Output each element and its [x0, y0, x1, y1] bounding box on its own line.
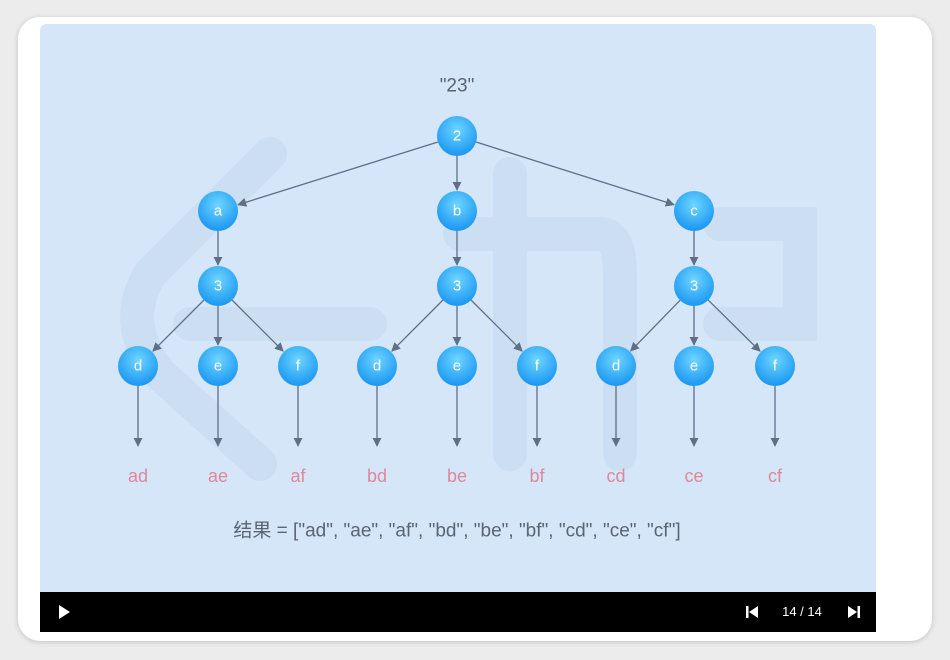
result-label-ae: ae [208, 466, 228, 486]
edge-b-digit-to-d [391, 299, 444, 352]
leaf-node-ad: d [118, 346, 158, 386]
leaf-node-ce-label: e [690, 358, 698, 375]
leaf-node-cd-circle [596, 346, 636, 386]
digit-node-under-c-circle [674, 266, 714, 306]
digit-node-under-b-circle [437, 266, 477, 306]
root-node-digit-circle [437, 116, 477, 156]
digit-node-under-b-label: 3 [453, 278, 461, 295]
result-list-text: 结果 = ["ad", "ae", "af", "bd", "be", "bf"… [233, 520, 680, 542]
leaf-node-ce-circle [674, 346, 714, 386]
letter-node-b-label: b [453, 203, 461, 220]
play-icon [59, 605, 70, 619]
digit-node-under-a: 3 [198, 266, 238, 306]
leaf-node-cd: d [596, 346, 636, 386]
leaf-node-af-label: f [296, 358, 301, 375]
leaf-node-be-circle [437, 346, 477, 386]
letter-node-b: b [437, 191, 477, 231]
digit-node-under-a-circle [198, 266, 238, 306]
letter-node-b-circle [437, 191, 477, 231]
leaf-node-bf: f [517, 346, 557, 386]
leaf-node-bf-label: f [535, 358, 540, 375]
leaf-node-be: e [437, 346, 477, 386]
letter-node-a-label: a [214, 203, 223, 220]
result-label-cd: cd [606, 466, 625, 486]
leaf-node-cd-label: d [612, 358, 620, 375]
leaf-node-bd-circle [357, 346, 397, 386]
play-button[interactable] [54, 602, 74, 622]
digit-node-under-b: 3 [437, 266, 477, 306]
letter-node-c-circle [674, 191, 714, 231]
result-label-af: af [290, 466, 306, 486]
result-label-cf: cf [768, 466, 783, 486]
letter-node-a: a [198, 191, 238, 231]
leaf-node-ae-label: e [214, 358, 222, 375]
skip-forward-button[interactable] [844, 602, 864, 622]
leaf-node-ae: e [198, 346, 238, 386]
leaf-node-bd: d [357, 346, 397, 386]
digit-node-under-a-label: 3 [214, 278, 222, 295]
player-controls-bar: 14 / 14 [40, 592, 876, 632]
result-label-be: be [447, 466, 467, 486]
leaf-node-ae-circle [198, 346, 238, 386]
leaf-node-af: f [278, 346, 318, 386]
result-label-ad: ad [128, 466, 148, 486]
edge-b-digit-to-f [470, 299, 523, 352]
digit-node-under-c-label: 3 [690, 278, 698, 295]
skip-back-button[interactable] [742, 602, 762, 622]
edge-a-digit-to-f [231, 299, 284, 352]
letter-node-a-circle [198, 191, 238, 231]
result-label-ce: ce [684, 466, 703, 486]
root-node-digit: 2 [437, 116, 477, 156]
leaf-node-be-label: e [453, 358, 461, 375]
frame-counter: 14 / 14 [782, 604, 822, 619]
leaf-node-bd-label: d [373, 358, 381, 375]
result-label-bd: bd [367, 466, 387, 486]
leaf-node-bf-circle [517, 346, 557, 386]
edge-root-to-c [475, 141, 675, 207]
leaf-node-ad-label: d [134, 358, 142, 375]
edge-c-digit-to-d [630, 299, 681, 352]
leaf-node-ad-circle [118, 346, 158, 386]
combination-tree-diagram: 2 a 3 d e f b 3 d e f c 3 d e f "23" ad ae af bd be bf cd ce cf 结… [118, 76, 817, 542]
letter-node-c: c [674, 191, 714, 231]
animation-stage: 2 a 3 d e f b 3 d e f c 3 d e f "23" ad ae af bd be bf cd ce cf 结… [40, 24, 876, 592]
edge-c-digit-to-f [707, 299, 761, 352]
input-string-label: "23" [440, 76, 475, 97]
letter-node-c-label: c [690, 203, 698, 220]
digit-node-under-c: 3 [674, 266, 714, 306]
edge-a-digit-to-d [152, 299, 205, 352]
leaf-node-cf: f [755, 346, 795, 386]
leaf-node-cf-circle [755, 346, 795, 386]
result-label-bf: bf [529, 466, 545, 486]
edge-root-to-a [237, 141, 439, 207]
root-node-digit-label: 2 [453, 128, 461, 145]
leaf-node-cf-label: f [773, 358, 778, 375]
leaf-node-af-circle [278, 346, 318, 386]
leaf-node-ce: e [674, 346, 714, 386]
skip-forward-icon [848, 606, 860, 618]
skip-back-icon [746, 606, 758, 618]
